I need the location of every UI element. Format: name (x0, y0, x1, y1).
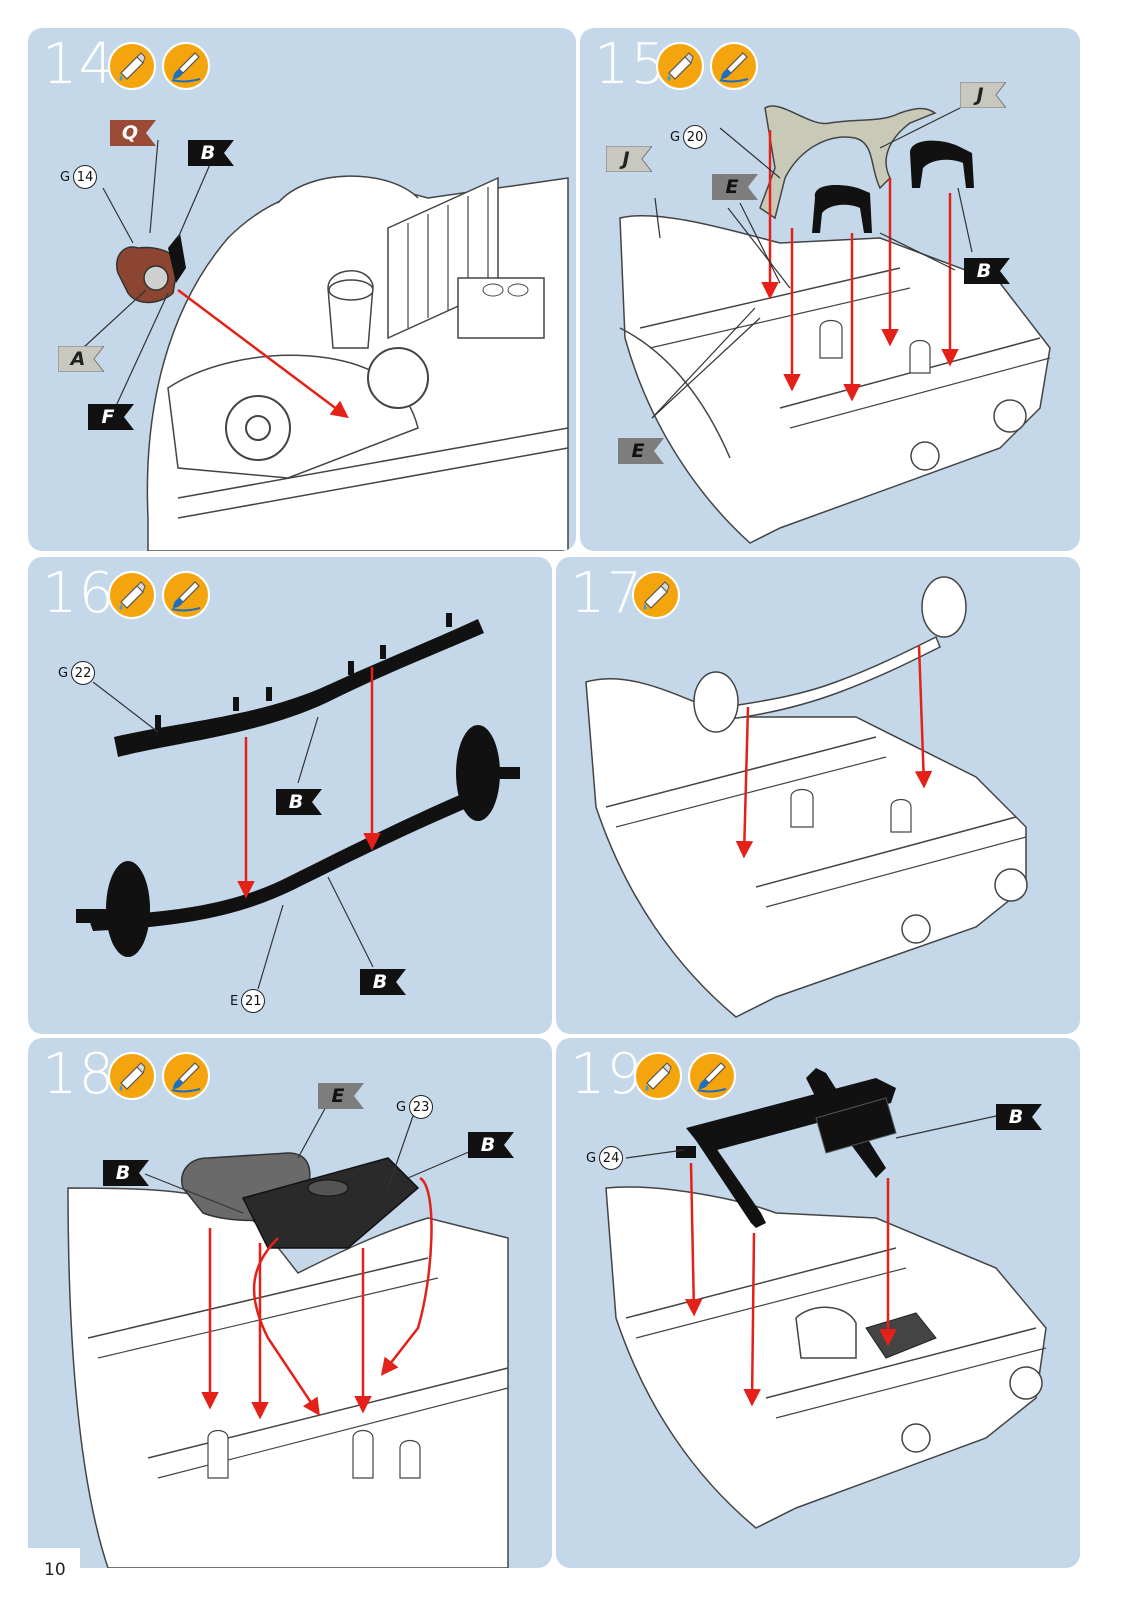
color-flag-j: J (960, 82, 1006, 108)
page-number-tab (28, 1548, 80, 1598)
step-17-panel: 17 (556, 557, 1080, 1034)
step-15-number: 15 (594, 32, 668, 97)
paint-icon (162, 1052, 210, 1100)
color-flag-b: B (360, 969, 406, 995)
page-number: 10 (44, 1560, 66, 1580)
step-16-illustration (76, 613, 520, 990)
step-19-number: 19 (570, 1042, 644, 1107)
color-flag-e: E (618, 438, 664, 464)
paint-icon (710, 42, 758, 90)
step-17-illustration (585, 576, 1028, 1018)
color-flag-j: J (606, 146, 652, 172)
step-19-icons (634, 1052, 736, 1100)
glue-icon (108, 1052, 156, 1100)
paint-icon (162, 571, 210, 619)
step-19-illustration (605, 1068, 1047, 1529)
glue-icon (656, 42, 704, 90)
color-flag-e: E (712, 174, 758, 200)
step-18-illustration (67, 1102, 509, 1568)
paint-icon (162, 42, 210, 90)
color-flag-f: F (88, 404, 134, 430)
step-15-illustration (619, 105, 1051, 544)
glue-icon (108, 42, 156, 90)
color-flag-b: B (468, 1132, 514, 1158)
color-flag-b: B (188, 140, 234, 166)
step-18-icons (108, 1052, 210, 1100)
step-16-number: 16 (42, 561, 116, 626)
step-14-number: 14 (42, 32, 116, 97)
glue-icon (632, 571, 680, 619)
color-flag-b: B (103, 1160, 149, 1186)
color-flag-e: E (318, 1083, 364, 1109)
color-flag-b: B (964, 258, 1010, 284)
step-15-icons (656, 42, 758, 90)
color-flag-q: Q (110, 120, 156, 146)
step-14-illustration (82, 139, 569, 551)
glue-icon (634, 1052, 682, 1100)
step-17-number: 17 (570, 561, 644, 626)
step-14-icons (108, 42, 210, 90)
color-flag-a: A (58, 346, 104, 372)
step-17-icons (632, 571, 680, 619)
step-16-icons (108, 571, 210, 619)
glue-icon (108, 571, 156, 619)
step-18-number: 18 (42, 1042, 116, 1107)
color-flag-b: B (996, 1104, 1042, 1130)
paint-icon (688, 1052, 736, 1100)
color-flag-b: B (276, 789, 322, 815)
